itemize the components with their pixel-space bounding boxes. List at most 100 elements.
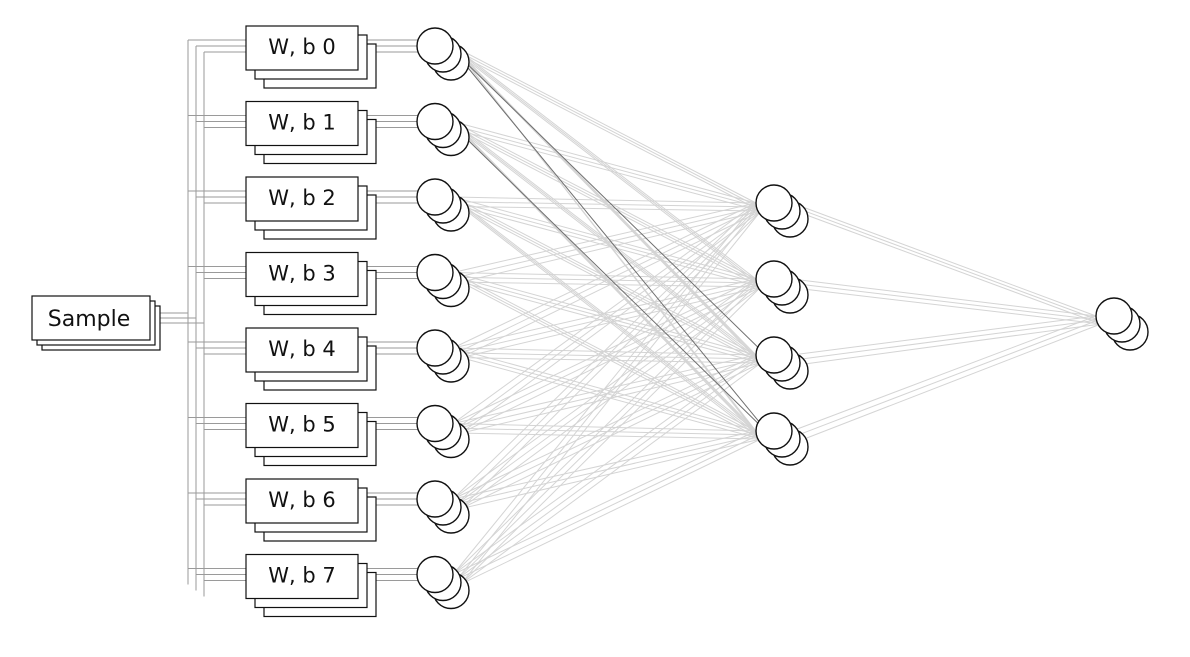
weight-block-1: W, b 1 <box>245 100 377 165</box>
highlighted-connection-line <box>454 51 771 360</box>
connection-line <box>456 206 759 354</box>
connection-line <box>456 282 759 580</box>
connection-line <box>452 278 757 575</box>
weight-block-card <box>245 478 359 524</box>
connection-line <box>452 45 757 204</box>
weight-block-label: W, b 2 <box>268 186 335 210</box>
weight-block-card <box>245 25 359 71</box>
connection-line <box>795 319 1099 437</box>
connection-line <box>799 323 1101 442</box>
connection-line <box>791 315 1097 432</box>
node-circle <box>1095 297 1133 335</box>
connection-line <box>456 206 759 278</box>
connection-line <box>791 315 1097 356</box>
weight-block-label: W, b 3 <box>268 262 335 286</box>
connection-line <box>795 283 1099 321</box>
connection-line <box>456 201 759 208</box>
connection-line <box>452 121 757 204</box>
connection-line <box>799 288 1101 325</box>
highlighted-connection-line <box>454 127 771 436</box>
weight-block-card <box>245 402 359 449</box>
hidden2-node-1 <box>755 260 809 314</box>
connection-line <box>791 202 1097 317</box>
connection-line <box>456 125 759 208</box>
weight-block-label: W, b 5 <box>268 413 335 437</box>
node-circle <box>416 178 454 216</box>
connection-line <box>452 430 757 575</box>
node-circle <box>416 27 454 65</box>
weight-block-label: W, b 0 <box>268 35 335 59</box>
connection-line <box>452 196 757 204</box>
connection-line <box>452 202 757 500</box>
connection-line <box>456 206 759 505</box>
hidden2-node-3 <box>755 412 809 466</box>
weight-block-5: W, b 5 <box>245 402 377 467</box>
node-circle <box>416 555 454 594</box>
hidden1-node-0 <box>416 27 470 81</box>
output-node-0 <box>1095 297 1149 351</box>
highlighted-connection-line <box>454 51 771 436</box>
sample-bus-lines <box>150 39 434 597</box>
connection-line <box>456 50 759 208</box>
connection-line <box>791 278 1097 317</box>
connection-line <box>456 206 759 429</box>
weight-block-2: W, b 2 <box>245 176 377 240</box>
weight-block-label: W, b 1 <box>268 111 335 135</box>
weight-block-label: W, b 6 <box>268 488 335 512</box>
connection-line <box>456 434 759 580</box>
connection-line <box>460 206 761 212</box>
hidden1-node-5 <box>416 404 470 459</box>
network-nodes <box>416 27 1149 610</box>
connection-line <box>795 319 1099 361</box>
connection-line <box>460 210 761 283</box>
connection-line <box>460 210 762 585</box>
connection-line <box>460 130 761 212</box>
weight-block-card <box>245 100 359 147</box>
connection-line <box>799 212 1101 325</box>
weight-block-0: W, b 0 <box>245 25 377 89</box>
hidden2-node-0 <box>755 184 809 238</box>
node-circle <box>416 253 454 292</box>
connection-line <box>456 358 759 580</box>
node-circle <box>416 480 454 518</box>
hidden1-node-3 <box>416 253 470 308</box>
connection-line <box>799 323 1101 366</box>
sample-block: Sample <box>31 295 161 351</box>
connection-line <box>460 55 762 212</box>
weight-block-4: W, b 4 <box>245 327 377 391</box>
weight-block-card <box>245 176 359 222</box>
hidden1-node-4 <box>416 329 470 383</box>
weight-block-card <box>245 553 359 600</box>
node-circle <box>416 102 454 141</box>
node-circle <box>755 336 793 374</box>
weight-block-card <box>245 327 359 373</box>
hidden1-node-7 <box>416 555 470 610</box>
sample-label: Sample <box>48 307 131 332</box>
weight-block-6: W, b 6 <box>245 478 377 542</box>
connection-line <box>452 202 757 273</box>
weight-block-3: W, b 3 <box>245 251 377 316</box>
connection-lines <box>452 45 1101 585</box>
connection-line <box>452 354 757 575</box>
connection-line <box>456 206 759 580</box>
node-circle <box>755 260 793 298</box>
hidden2-node-2 <box>755 336 809 390</box>
connection-line <box>452 202 757 424</box>
connection-line <box>460 438 762 585</box>
weight-block-label: W, b 4 <box>268 337 335 361</box>
hidden1-node-1 <box>416 102 470 157</box>
node-circle <box>416 404 454 443</box>
weight-blocks: W, b 0 W, b 1 W, b 2 W, b 3 W, b 4 W, b 5 W, b… <box>245 25 377 618</box>
node-circle <box>416 329 454 367</box>
node-circle <box>755 412 793 450</box>
connection-line <box>452 202 757 349</box>
connection-line <box>460 210 762 509</box>
hidden1-node-2 <box>416 178 470 232</box>
weight-block-label: W, b 7 <box>268 564 335 588</box>
connection-line <box>452 202 757 575</box>
connection-line <box>460 286 762 585</box>
weight-block-card <box>245 251 359 298</box>
hidden1-node-6 <box>416 480 470 534</box>
weight-block-7: W, b 7 <box>245 553 377 618</box>
